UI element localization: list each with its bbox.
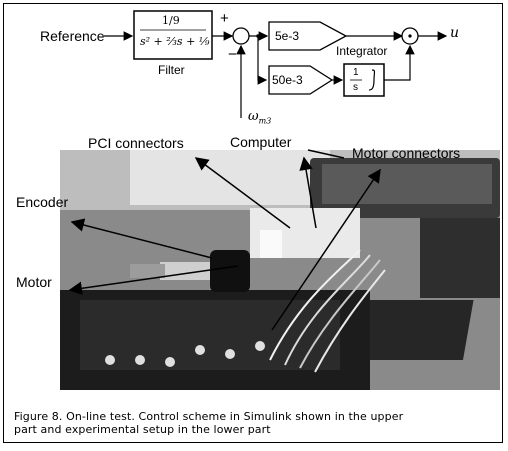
motor-shape <box>210 250 250 292</box>
filter-numerator: 1/9 <box>162 14 180 27</box>
motor-arrow <box>68 265 239 295</box>
filter-block <box>133 10 213 60</box>
gain1-label: 5e-3 <box>275 29 300 43</box>
filter-denominator: s² + ⅔s + ⅑ <box>140 35 210 48</box>
simulink-diagram <box>104 10 448 118</box>
label-motor: Motor <box>16 274 52 290</box>
label-motor-connectors: Motor connectors <box>352 145 461 161</box>
feedback-subscript: m3 <box>258 116 272 126</box>
reference-label: Reference <box>40 28 105 44</box>
label-pci-connectors: PCI connectors <box>88 135 184 151</box>
label-encoder: Encoder <box>16 194 69 210</box>
integral-symbol <box>368 69 376 91</box>
feedback-symbol: ω <box>248 109 259 124</box>
integrator-denominator: s <box>353 82 358 93</box>
encoder-arrow <box>70 218 213 259</box>
branch-to-gain2-line <box>257 36 268 85</box>
integrator-to-sum2-line <box>384 44 415 81</box>
filter-label: Filter <box>158 63 185 77</box>
plus-sign: + <box>220 10 229 27</box>
integrator-label: Integrator <box>336 44 388 58</box>
motor-connectors-arrow <box>271 168 381 331</box>
caption-line-2: part and experimental setup in the lower… <box>14 423 271 436</box>
photo-illustration <box>60 150 500 390</box>
output-label: u <box>450 25 460 41</box>
computer-arrow-2 <box>307 149 345 159</box>
feedback-label: ωm3 <box>248 110 271 126</box>
caption-line-1: Figure 8. On-line test. Control scheme i… <box>14 410 404 423</box>
computer-tower-shape <box>420 218 500 298</box>
branch-point <box>256 34 260 38</box>
experimental-setup-photo <box>60 150 500 390</box>
minus-sign: − <box>228 46 237 63</box>
output-sum-dot <box>408 34 412 38</box>
figure-caption: Figure 8. On-line test. Control scheme i… <box>14 410 498 436</box>
photo-arrows <box>68 149 381 331</box>
gain1-block <box>268 21 348 51</box>
integrator-numerator: 1 <box>353 67 359 78</box>
gain2-label: 50e-3 <box>272 73 303 87</box>
label-computer: Computer <box>230 134 292 150</box>
gain2-block <box>268 65 334 95</box>
paper-sheet <box>130 150 330 205</box>
pci-arrow <box>194 157 291 229</box>
computer-arrow <box>299 156 317 229</box>
